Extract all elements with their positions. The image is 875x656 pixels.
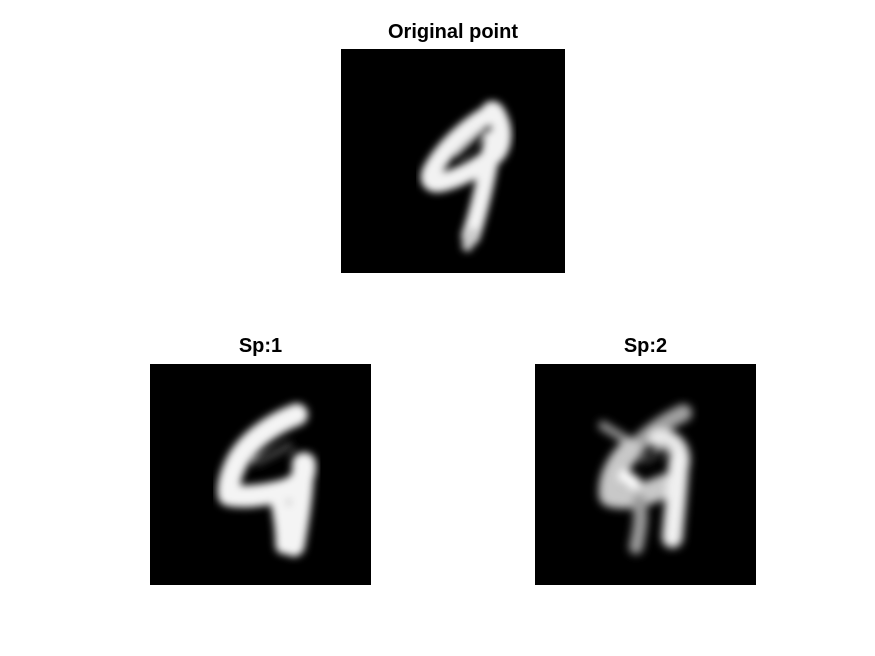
panel-original-point: Original point (341, 20, 565, 273)
panel-title-original: Original point (388, 21, 518, 43)
digit-image-original (341, 49, 565, 273)
digit-nine-blurry-image (535, 364, 756, 585)
panel-title-sp1: Sp:1 (238, 335, 283, 357)
panel-sp2: Sp:2 (535, 334, 756, 585)
panel-sp1: Sp:1 (150, 334, 371, 585)
digit-image-sp2 (535, 364, 756, 585)
panel-title-sp2: Sp:2 (623, 335, 668, 357)
digit-image-sp1 (150, 364, 371, 585)
digit-nine-image (341, 49, 565, 273)
digit-nine-image (150, 364, 371, 585)
